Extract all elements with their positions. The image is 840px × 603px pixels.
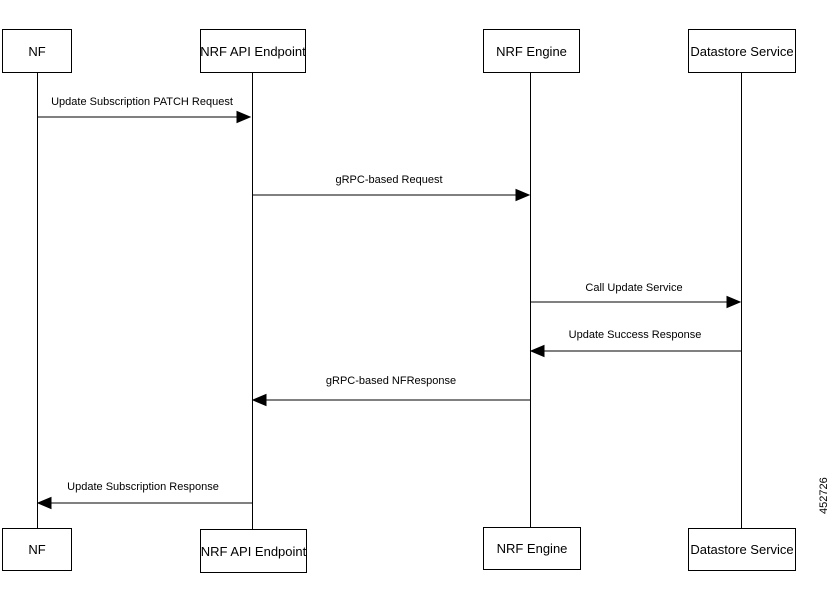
message-label-2: gRPC-based Request <box>335 174 443 186</box>
lifeline-datastore-service <box>741 73 742 529</box>
participant-label: NF <box>28 43 46 59</box>
message-label-3: Call Update Service <box>585 282 683 294</box>
arrowhead-right-icon <box>726 295 742 309</box>
message-label-1: Update Subscription PATCH Request <box>51 96 233 108</box>
participant-label: NRF Engine <box>496 541 568 556</box>
participant-nf-bottom: NF <box>2 528 72 571</box>
lifeline-nrf-engine <box>530 73 531 528</box>
figure-id: 452726 <box>818 477 830 514</box>
participant-label: NF <box>28 542 46 557</box>
arrowhead-right-icon <box>515 188 531 202</box>
participant-datastore-service-bottom: Datastore Service <box>688 528 796 571</box>
participant-label: Datastore Service <box>690 43 794 59</box>
participant-nf-top: NF <box>2 29 72 73</box>
arrowhead-right-icon <box>236 110 252 124</box>
participant-label: NRF Engine <box>496 43 567 59</box>
participant-label: NRF API Endpoint <box>200 543 307 559</box>
arrowhead-left-icon <box>529 344 545 358</box>
participant-datastore-service-top: Datastore Service <box>688 29 796 73</box>
participant-nrf-engine-top: NRF Engine <box>483 29 580 73</box>
arrowhead-left-icon <box>36 496 52 510</box>
lifeline-nrf-api-endpoint <box>252 73 253 529</box>
participant-label: Datastore Service <box>690 542 794 557</box>
participant-label: NRF API Endpoint <box>200 43 306 59</box>
message-label-4: Update Success Response <box>568 329 702 341</box>
participant-nrf-api-endpoint-bottom: NRF API Endpoint <box>200 529 307 573</box>
participant-nrf-engine-bottom: NRF Engine <box>483 527 581 570</box>
message-label-5: gRPC-based NFResponse <box>325 375 457 387</box>
lifeline-nf <box>37 73 38 529</box>
arrowhead-left-icon <box>251 393 267 407</box>
participant-nrf-api-endpoint-top: NRF API Endpoint <box>200 29 306 73</box>
message-label-6: Update Subscription Response <box>67 481 219 493</box>
